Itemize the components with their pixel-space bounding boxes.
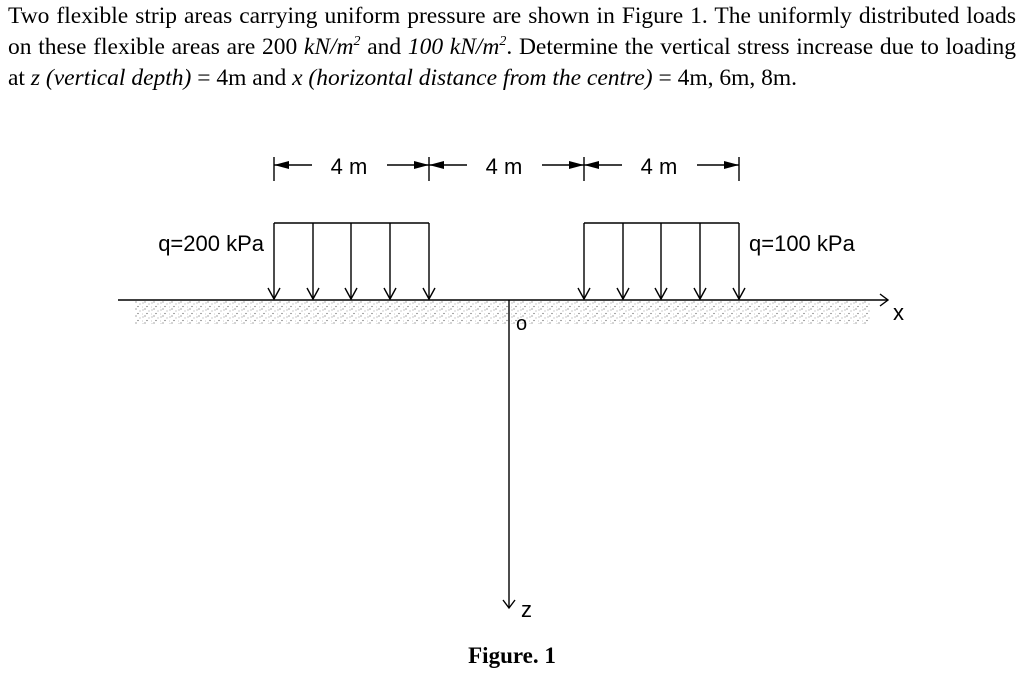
problem-text: and (360, 34, 408, 60)
left-load-label: q=200 kPa (158, 231, 265, 256)
problem-text: = 4m and (191, 65, 293, 91)
soil-surface (135, 301, 870, 324)
unit-exponent: 2 (499, 34, 507, 49)
right-load-label: q=100 kPa (749, 231, 856, 256)
depth-variable: z (vertical depth) (30, 65, 192, 91)
unit-right: 100 kN/m (407, 34, 500, 60)
unit-exponent: 2 (353, 34, 361, 49)
problem-statement: Two flexible strip areas carrying unifor… (8, 1, 1016, 94)
x-axis (118, 293, 890, 307)
distance-variable: x (horizontal distance from the centre) (292, 65, 653, 91)
problem-text: = 4m, 6m, 8m. (652, 65, 798, 91)
problem-text: . Determine the vertical stress increase… (8, 34, 1016, 91)
left-strip-load (267, 222, 436, 301)
unit-left: kN/m (303, 34, 354, 60)
x-axis-label: x (893, 300, 904, 325)
dimension-label-2: 4 m (486, 154, 523, 179)
dimension-label-3: 4 m (641, 154, 678, 179)
problem-text: Two flexible strip areas carrying unifor… (8, 3, 1016, 60)
right-strip-load (577, 222, 746, 301)
dimension-label-1: 4 m (331, 154, 368, 179)
dimension-line (273, 157, 740, 181)
z-axis-label: z (521, 597, 532, 622)
origin-label: o (516, 313, 527, 335)
figure-caption: Figure. 1 (468, 643, 556, 668)
z-axis (502, 300, 516, 610)
